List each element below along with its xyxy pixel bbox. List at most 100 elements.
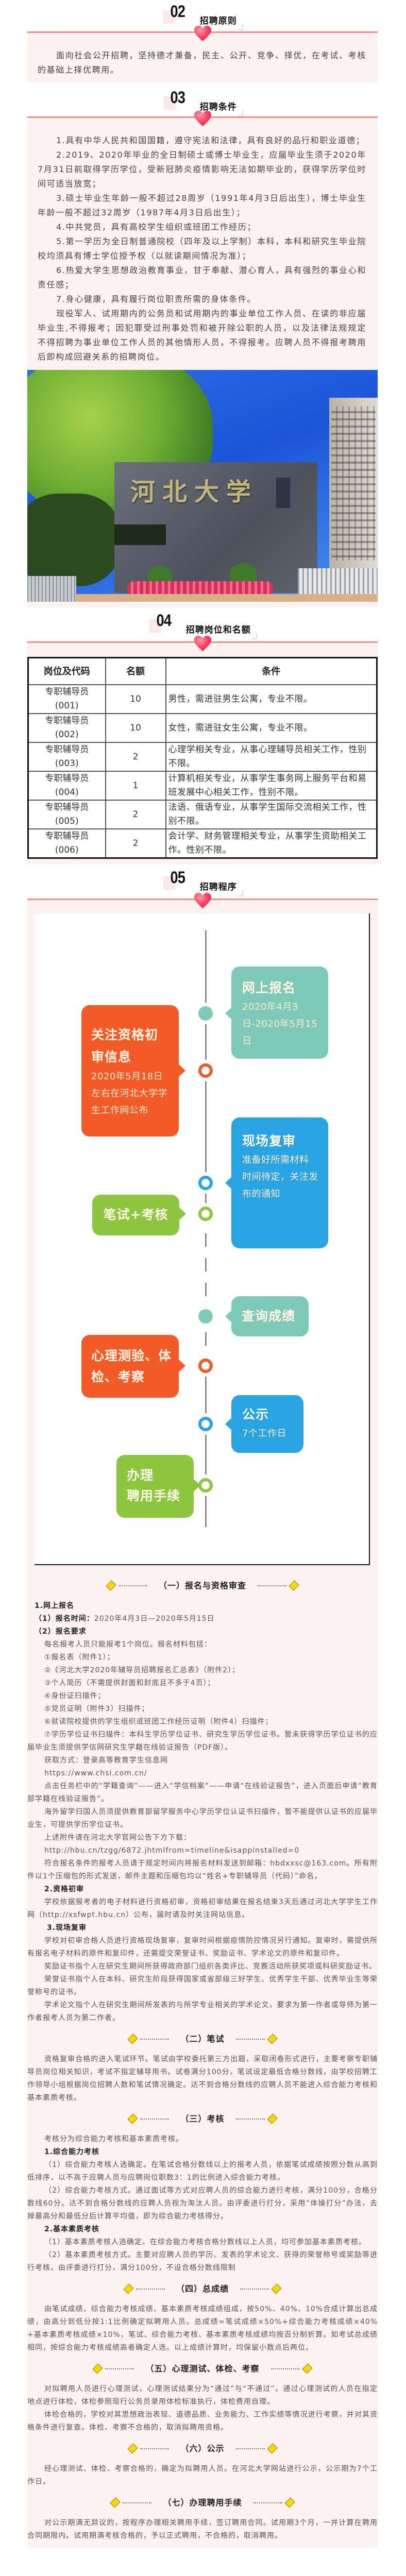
subsection-heading: （四）总成绩 [27, 2275, 378, 2303]
step-detail: 2020年4月3日-2020年5月15日 [242, 1002, 318, 1046]
step-detail: 准备好所需材料 [242, 1155, 309, 1165]
material-item: ④身份证扫描件； [44, 1692, 106, 1700]
conditions-box: 1.具有中华人民共和国国籍，遵守宪法和法律，具有良好的品行和职业道德； 2.20… [27, 116, 378, 607]
step-title: 办理 [127, 1468, 154, 1483]
timeline-line-dashed [205, 1209, 207, 1374]
paragraph: 对公示期满无异议的，按程序办理相关聘用手续，签订聘用合同。试用期3个月，一并计算… [27, 2519, 378, 2540]
step-online-registration: 网上报名 2020年4月3日-2020年5月15日 [225, 967, 328, 1059]
position-code: (003) [55, 758, 79, 769]
section-title-text: 招聘岗位和名额 [185, 625, 251, 635]
condition-item: 4.中共党员，具有高校学生组织或班团工作经历； [56, 222, 257, 232]
item-title: 1.网上报名 [35, 1602, 75, 1610]
step-title: 网上报名 [242, 980, 296, 995]
timeline-panel: 网上报名 2020年4月3日-2020年5月15日 关注资格初审信息 2020年… [35, 913, 370, 1565]
position-code: (001) [55, 701, 79, 711]
subsection-title: （六）公示 [180, 2444, 225, 2453]
step-written-exam: 笔试+考核 [92, 1195, 186, 1235]
step-title: 聘用手续 [127, 1488, 181, 1503]
paragraph: 每名报考人员只能报考1个岗位。报名材料包括： [44, 1640, 212, 1649]
step-detail: 时间待定，关注发布的通知 [242, 1172, 318, 1199]
step-check-scores: 查询成绩 [225, 1296, 309, 1336]
section-number: 05 [163, 869, 185, 890]
paragraph: 奖励证书指个人在研究生期间所获得政府部门组织各类评比、竞赛活动所获奖项或科研奖励… [44, 1962, 377, 1971]
position-name: 专职辅导员 [45, 687, 89, 697]
section-number-text: 02 [170, 2, 185, 21]
timeline-dot-ring-icon [198, 1359, 213, 1373]
paragraph: 由笔试成绩、综合能力考核成绩、基本素质考核成绩组成，按50%、40%、10%合成… [27, 2305, 378, 2352]
material-item: ⑥就读院校提供的学生组织或班团工作经历证明（附件4）扫描件； [44, 1718, 273, 1726]
position-code: (002) [55, 730, 79, 740]
step-preliminary-review: 关注资格初审信息 2020年5月18日左右在河北大学学生工作网公布 [81, 1005, 185, 1137]
subsection-heading: （六）公示 [27, 2434, 378, 2463]
step-title: 心理测验、体检、考察 [91, 1348, 172, 1384]
condition-item: 7.身心健康，具有履行岗位职责所需的身体条件。 [56, 294, 257, 304]
step-detail: 7个工作日 [242, 1428, 286, 1439]
position-code: (004) [55, 787, 79, 798]
diamond-icon [110, 2497, 121, 2508]
paragraph: （1）基本素质考核人选确定。在综合能力考核合格分数线以上人员，均可参加基本素质考… [44, 2238, 366, 2246]
subsection-title: （一）报名与资格审查 [158, 1581, 246, 1590]
chsi-link[interactable]: https://www.chsi.com.cn/ [44, 1769, 147, 1777]
table-row: 专职辅导员(003) 2 心理学相关专业，从事心理辅导员相关工作，性别不限。 [27, 742, 378, 772]
subsection-title: （七）办理聘用手续 [163, 2498, 242, 2507]
section-number: 02 [163, 2, 185, 24]
paragraph: 海外留学归国人员须提供教育部留学服务中心学历学位认证书扫描件，暂不能提供认证书的… [27, 1808, 378, 1829]
registration-time: （1）报名时间：2020年4月3日—2020年5月15日 [27, 1613, 378, 1625]
subsection-title: （三）考核 [180, 2114, 225, 2124]
section-header-procedure: 05 招聘程序 [0, 869, 406, 899]
position-cell: 专职辅导员(006) [27, 828, 106, 859]
paragraph: 体检合格的，学校对其思想政治表现、道德品质、业务能力、工作实绩等情况进行考察，并… [27, 2411, 378, 2432]
heart-icon [194, 26, 211, 42]
table-row: 专职辅导员(002) 10 女性，需进驻女生公寓，专业不限。 [27, 713, 378, 743]
registration-time-label: （1）报名时间： [35, 1615, 94, 1623]
subsection-heading: （一）报名与资格审查 [27, 1571, 378, 1600]
step-hiring-procedures: 办理 聘用手续 [116, 1455, 200, 1518]
timeline-dot-ring-icon [198, 1478, 213, 1493]
conditions-cell: 会计学、财务管理相关专业，从事学生资助相关工作。性别不限。 [165, 828, 378, 859]
timeline-dot-ring-icon [198, 1063, 213, 1078]
quota-cell: 2 [105, 828, 166, 859]
subsection-title: （二）笔试 [180, 2034, 225, 2044]
paragraph: 考核分为综合能力考核和基本素质考核。 [44, 2135, 183, 2143]
diamond-icon [271, 2283, 282, 2294]
section-title-text: 招聘原则 [199, 16, 237, 26]
position-code: (005) [55, 816, 79, 826]
paragraph: 点击任务栏中的“学籍查询”——进入“学信档案”——申请“在线验证报告”，进入页面… [27, 1782, 378, 1803]
step-title: 笔试+考核 [103, 1207, 168, 1222]
principles-box: 面向社会公开招聘，坚持德才兼备，民主、公开、竞争、择优，在考试、考核的基础上择优… [27, 31, 378, 82]
paragraph: 获取方式：登录高等教育学生信息网 [44, 1756, 168, 1765]
position-name: 专职辅导员 [45, 831, 89, 841]
timeline-dot-filled-icon [198, 1006, 213, 1021]
step-title: 公示 [242, 1407, 269, 1422]
conditions-cell: 计算机相关专业，从事学生事务网上服务平台和易班发展中心相关工作，性别不限。 [165, 771, 378, 801]
diamond-icon [127, 2443, 139, 2454]
timeline-line [205, 1374, 207, 1527]
table-row: 专职辅导员(001) 10 男性，需进驻男生公寓，专业不限。 [27, 684, 378, 714]
subsection-heading: （二）笔试 [27, 2025, 378, 2053]
paragraph: 资格复审合格的进入笔试环节。笔试由学校委托第三方出题，采取闭卷形式进行，主要考察… [27, 2055, 378, 2102]
quota-cell: 1 [105, 771, 166, 801]
position-cell: 专职辅导员(002) [27, 713, 106, 743]
step-title: 查询成绩 [242, 1309, 296, 1324]
diamond-icon [266, 2443, 278, 2454]
attachment-link[interactable]: http://hbu.cn/tzgg/6872.jhtmlfrom=timeli… [44, 1846, 300, 1855]
quota-cell: 10 [105, 713, 166, 743]
subsection-title: （四）总成绩 [176, 2284, 229, 2294]
step-title: 关注资格初审信息 [91, 1027, 159, 1064]
section-title: 招聘岗位和名额 [185, 622, 257, 639]
step-title: 现场复审 [242, 1133, 296, 1148]
section-header-conditions: 03 招聘条件 [0, 89, 406, 116]
step-psych-medical: 心理测验、体检、考察 [81, 1335, 185, 1398]
position-name: 专职辅导员 [45, 744, 89, 755]
material-item: ②《河北大学2020年辅导员招聘报名汇总表》（附件2）； [44, 1666, 240, 1674]
principles-text: 面向社会公开招聘，坚持德才兼备，民主、公开、竞争、择优，在考试、考核的基础上择优… [38, 50, 366, 75]
diamond-icon [92, 2363, 104, 2374]
position-cell: 专职辅导员(005) [27, 800, 106, 829]
table-row: 专职辅导员(006) 2 会计学、财务管理相关专业，从事学生资助相关工作。性别不… [27, 828, 378, 859]
subsection-heading: （五）心理测试、体检、考察 [27, 2354, 378, 2383]
paragraph: 学校依据报考者的电子材料进行资格初审，资格初审结果在报名结束3天后通过河北大学学… [27, 1898, 378, 1919]
item-title: 3.现场复审 [47, 1924, 87, 1932]
section-number: 03 [163, 89, 185, 110]
condition-item: 3.硕士毕业生年龄一般不超过28周岁（1991年4月3日后出生），博士毕业生年龄… [38, 193, 366, 217]
email-paragraph: 符合报名条件的报考人员请于规定时间内将报名材料发送到邮箱：hbdxxsc@163… [27, 1859, 378, 1880]
